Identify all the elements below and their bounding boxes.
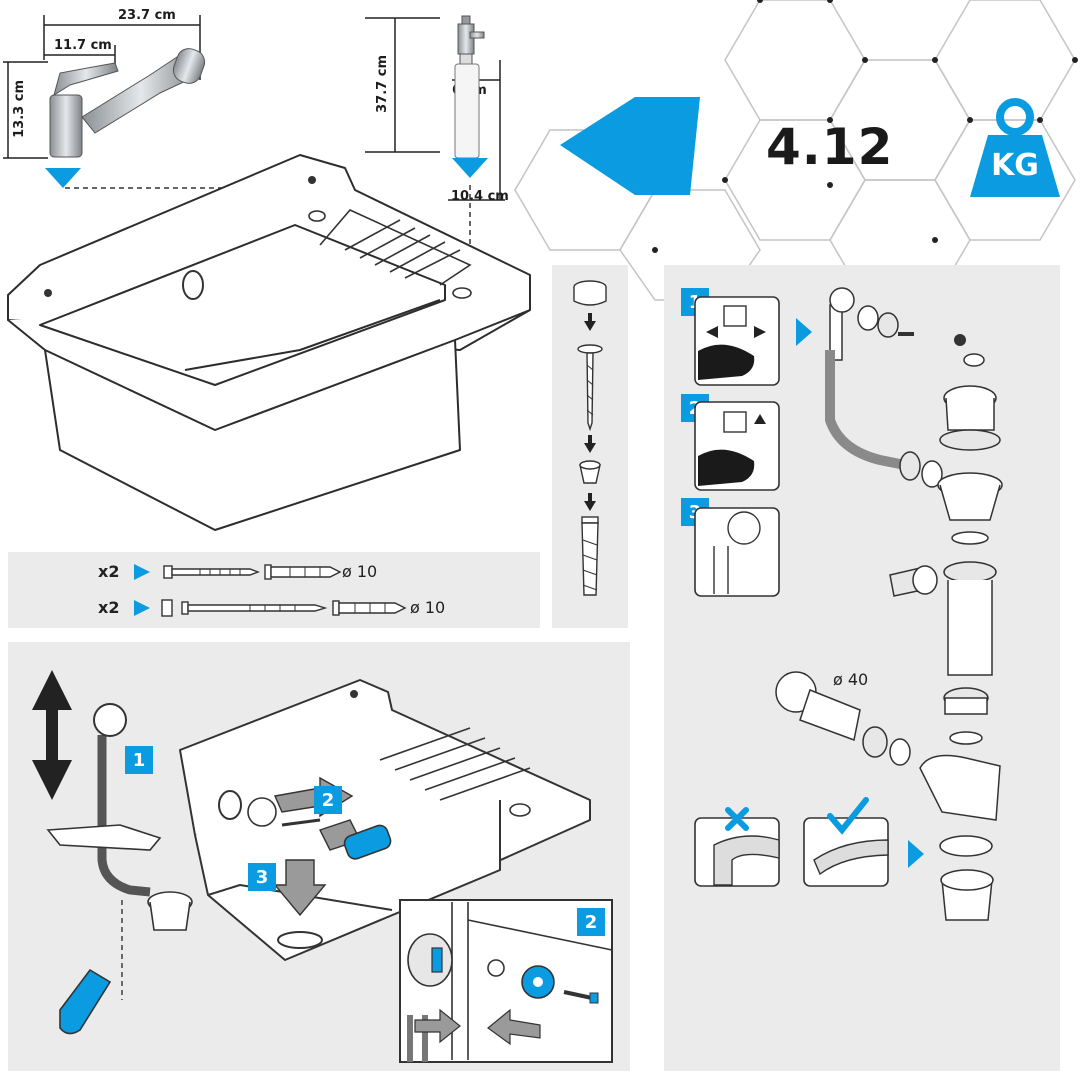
mounting-hardware-panel [8, 552, 540, 628]
dispenser-depth-label: 10.4 cm [451, 189, 509, 204]
faucet-arrow-icon [45, 168, 81, 188]
screw-cap-sequence [573, 280, 607, 596]
drain-pipe-diameter-label: ø 40 [833, 670, 869, 689]
weight-unit: KG [991, 148, 1039, 183]
install-step-2-badge: 2 [314, 786, 342, 814]
seal-comparison-cards [694, 797, 924, 887]
weight-value: 4.12 [766, 118, 894, 176]
screw-and-anchor-icons [134, 564, 407, 617]
faucet-width-label: 23.7 cm [118, 8, 176, 23]
faucet-spout-label: 11.7 cm [54, 38, 112, 53]
sink-illustration [7, 154, 531, 531]
hardware-qty-2: x2 [98, 598, 120, 617]
weight-icon [970, 98, 1060, 197]
back-arrow-icon [560, 97, 700, 195]
hardware-qty-1: x2 [98, 562, 120, 581]
faucet-illustration [49, 48, 206, 158]
install-step-1-badge: 1 [125, 746, 153, 774]
hardware-diameter-1: ø 10 [342, 562, 378, 581]
soap-dispenser-illustration [454, 15, 485, 159]
dispenser-arrow-icon [452, 158, 488, 178]
drain-step-arrow-icon [796, 318, 812, 346]
installation-diagram [32, 670, 613, 1063]
install-step-3-badge: 3 [248, 863, 276, 891]
drain-step-cards [694, 296, 780, 597]
detail-step-badge: 2 [577, 908, 605, 936]
drain-exploded-view [775, 287, 1003, 921]
hardware-diameter-2: ø 10 [410, 598, 446, 617]
